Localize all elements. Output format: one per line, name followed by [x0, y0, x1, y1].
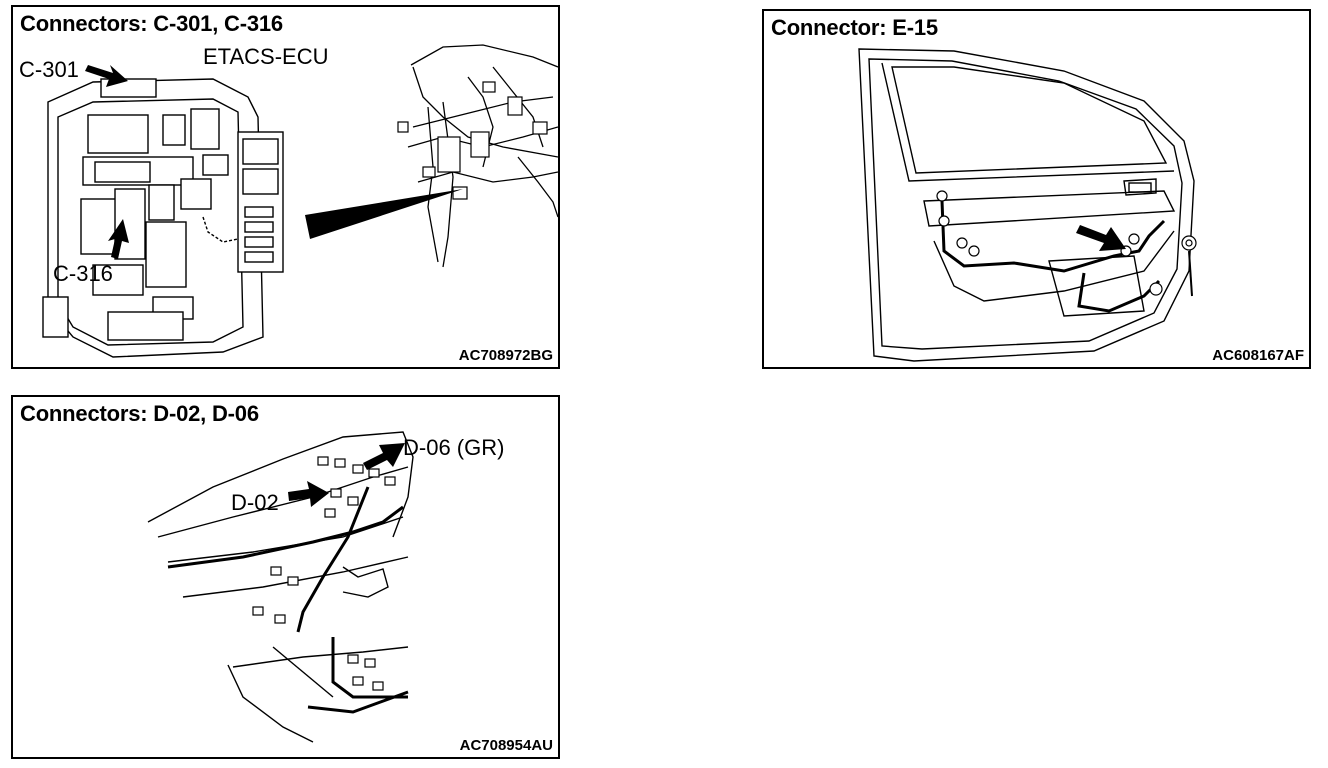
panel-etacs-ecu: Connectors: C-301, C-316 ETACS-ECU C-301…: [11, 5, 560, 369]
figure-code: AC708954AU: [459, 737, 553, 754]
c-316-label: C-316: [53, 261, 113, 286]
figure-code: AC708972BG: [458, 347, 553, 364]
panel-door-connector: Connector: E-15 AC608167AF: [762, 9, 1311, 369]
panel-title: Connector: E-15: [771, 15, 938, 40]
panel-rear-connectors: Connectors: D-02, D-06 D-06 (GR) D-02 AC…: [11, 395, 560, 759]
d-06-label: D-06 (GR): [403, 435, 505, 460]
door-illustration: [858, 48, 1197, 362]
etacs-ecu-illustration: [42, 44, 558, 358]
d-02-label: D-02: [231, 490, 279, 515]
panel-title: Connectors: C-301, C-316: [20, 11, 283, 36]
panel-title: Connectors: D-02, D-06: [20, 401, 259, 426]
c-301-label: C-301: [19, 57, 79, 82]
rear-harness-illustration: [147, 431, 414, 743]
figure-code: AC608167AF: [1212, 347, 1304, 364]
etacs-ecu-label: ETACS-ECU: [203, 44, 329, 69]
